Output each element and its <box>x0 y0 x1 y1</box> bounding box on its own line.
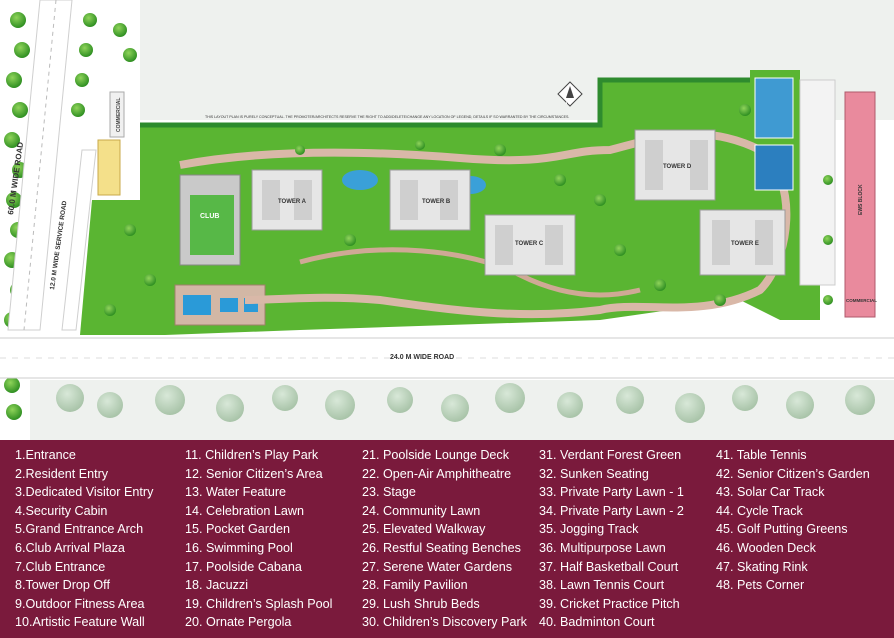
legend-item: 42. Senior Citizen’s Garden <box>716 466 870 481</box>
commercial-top-block <box>109 91 125 138</box>
ews-block <box>844 91 876 318</box>
legend-item: 7.Club Entrance <box>15 559 106 574</box>
legend-item: 40. Badminton Court <box>539 615 655 630</box>
legend-item: 43. Solar Car Track <box>716 485 825 500</box>
legend-item: 27. Serene Water Gardens <box>362 559 513 574</box>
legend-column-1: 1.Entrance 2.Resident Entry 3.Dedicated … <box>15 446 153 632</box>
legend-item: 18. Jacuzzi <box>185 578 248 593</box>
ews-label: EWS BLOCK <box>858 184 864 215</box>
legend-item: 31. Verdant Forest Green <box>539 448 682 462</box>
legend-item: 12. Senior Citizen’s Area <box>185 466 323 481</box>
svg-text:TOWER E: TOWER E <box>731 241 759 247</box>
legend-item: 26. Restful Seating Benches <box>362 540 521 555</box>
legend-item: 23. Stage <box>362 485 416 500</box>
commercial-top-label: COMMERCIAL <box>116 98 122 132</box>
bottom-tree-line <box>56 383 875 423</box>
legend-item: 17. Poolside Cabana <box>185 559 302 574</box>
legend-item: 36. Multipurpose Lawn <box>539 540 666 555</box>
svg-text:TOWER C: TOWER C <box>515 241 544 247</box>
tower-a: TOWER A <box>251 169 323 231</box>
legend-item: 41. Table Tennis <box>716 448 807 462</box>
legend-item: 15. Pocket Garden <box>185 522 291 537</box>
legend-item: 45. Golf Putting Greens <box>716 522 848 537</box>
legend-item: 44. Cycle Track <box>716 503 803 518</box>
legend-column-5: 41. Table Tennis 42. Senior Citizen’s Ga… <box>716 446 870 595</box>
water-feature-1 <box>342 170 378 190</box>
legend-item: 11. Children’s Play Park <box>185 448 319 462</box>
legend-item: 9.Outdoor Fitness Area <box>15 596 145 611</box>
north-compass: N <box>557 81 583 107</box>
legend-item: 19. Children’s Splash Pool <box>185 596 333 611</box>
legend-item: 24. Community Lawn <box>362 503 481 518</box>
splash-pool <box>220 298 238 312</box>
site-layout-map: 60.0 M WIDE ROAD 12.0 M WIDE SERVICE ROA… <box>0 0 894 440</box>
legend-column-4: 31. Verdant Forest Green 32. Sunken Seat… <box>539 446 684 632</box>
legend-item: 46. Wooden Deck <box>716 540 816 555</box>
site-trees <box>104 104 833 316</box>
club-label: CLUB <box>200 213 219 220</box>
legend-item: 34. Private Party Lawn - 2 <box>539 503 684 518</box>
legend-item: 2.Resident Entry <box>15 466 109 481</box>
legend-item: 37. Half Basketball Court <box>539 559 679 574</box>
svg-text:TOWER A: TOWER A <box>278 199 307 205</box>
tower-e: TOWER E <box>699 209 786 276</box>
legend-item: 16. Swimming Pool <box>185 540 293 555</box>
legend-item: 20. Ornate Pergola <box>185 615 292 630</box>
legend-item: 14. Celebration Lawn <box>185 503 305 518</box>
svg-text:TOWER D: TOWER D <box>663 164 692 170</box>
layout-disclaimer: THIS LAYOUT PLAN IS PURELY CONCEPTUAL. T… <box>205 115 569 119</box>
jogging-track <box>179 130 791 319</box>
svg-text:N: N <box>566 100 570 106</box>
legend-item: 5.Grand Entrance Arch <box>15 522 144 537</box>
tower-d: TOWER D <box>634 129 716 201</box>
legend-item: 35. Jogging Track <box>539 522 639 537</box>
legend-item: 47. Skating Rink <box>716 559 808 574</box>
legend-item: 38. Lawn Tennis Court <box>539 578 665 593</box>
legend-item: 48. Pets Corner <box>716 578 805 593</box>
commercial-right-label: COMMERCIAL <box>846 298 877 303</box>
legend-item: 28. Family Pavilion <box>362 578 468 593</box>
legend-item: 29. Lush Shrub Beds <box>362 596 480 611</box>
legend-item: 25. Elevated Walkway <box>362 522 486 537</box>
legend-item: 4.Security Cabin <box>15 503 108 518</box>
legend-item: 21. Poolside Lounge Deck <box>362 448 510 462</box>
legend-item: 10.Artistic Feature Wall <box>15 615 145 630</box>
legend-item: 6.Club Arrival Plaza <box>15 540 125 555</box>
basketball-court <box>754 144 794 191</box>
legend-column-2: 11. Children’s Play Park 12. Senior Citi… <box>185 446 333 632</box>
road-label-24m: 24.0 M WIDE ROAD <box>390 354 454 361</box>
legend-item: 13. Water Feature <box>185 485 287 500</box>
legend-column-3: 21. Poolside Lounge Deck 22. Open-Air Am… <box>362 446 527 632</box>
legend-item: 3.Dedicated Visitor Entry <box>15 485 154 500</box>
svg-text:TOWER B: TOWER B <box>422 199 451 205</box>
tower-c: TOWER C <box>484 214 576 276</box>
legend-item: 8.Tower Drop Off <box>15 578 110 593</box>
legend-item: 1.Entrance <box>15 448 76 462</box>
legend-item: 39. Cricket Practice Pitch <box>539 596 680 611</box>
legend-panel: 1.Entrance 2.Resident Entry 3.Dedicated … <box>0 440 894 638</box>
legend-item: 22. Open-Air Amphitheatre <box>362 466 512 481</box>
tennis-court <box>754 77 794 139</box>
security-cabin-area <box>97 139 121 196</box>
swimming-pool <box>183 295 211 315</box>
legend-item: 32. Sunken Seating <box>539 466 649 481</box>
legend-item: 33. Private Party Lawn - 1 <box>539 485 684 500</box>
legend-item: 30. Children’s Discovery Park <box>362 615 527 630</box>
tower-b: TOWER B <box>389 169 471 231</box>
